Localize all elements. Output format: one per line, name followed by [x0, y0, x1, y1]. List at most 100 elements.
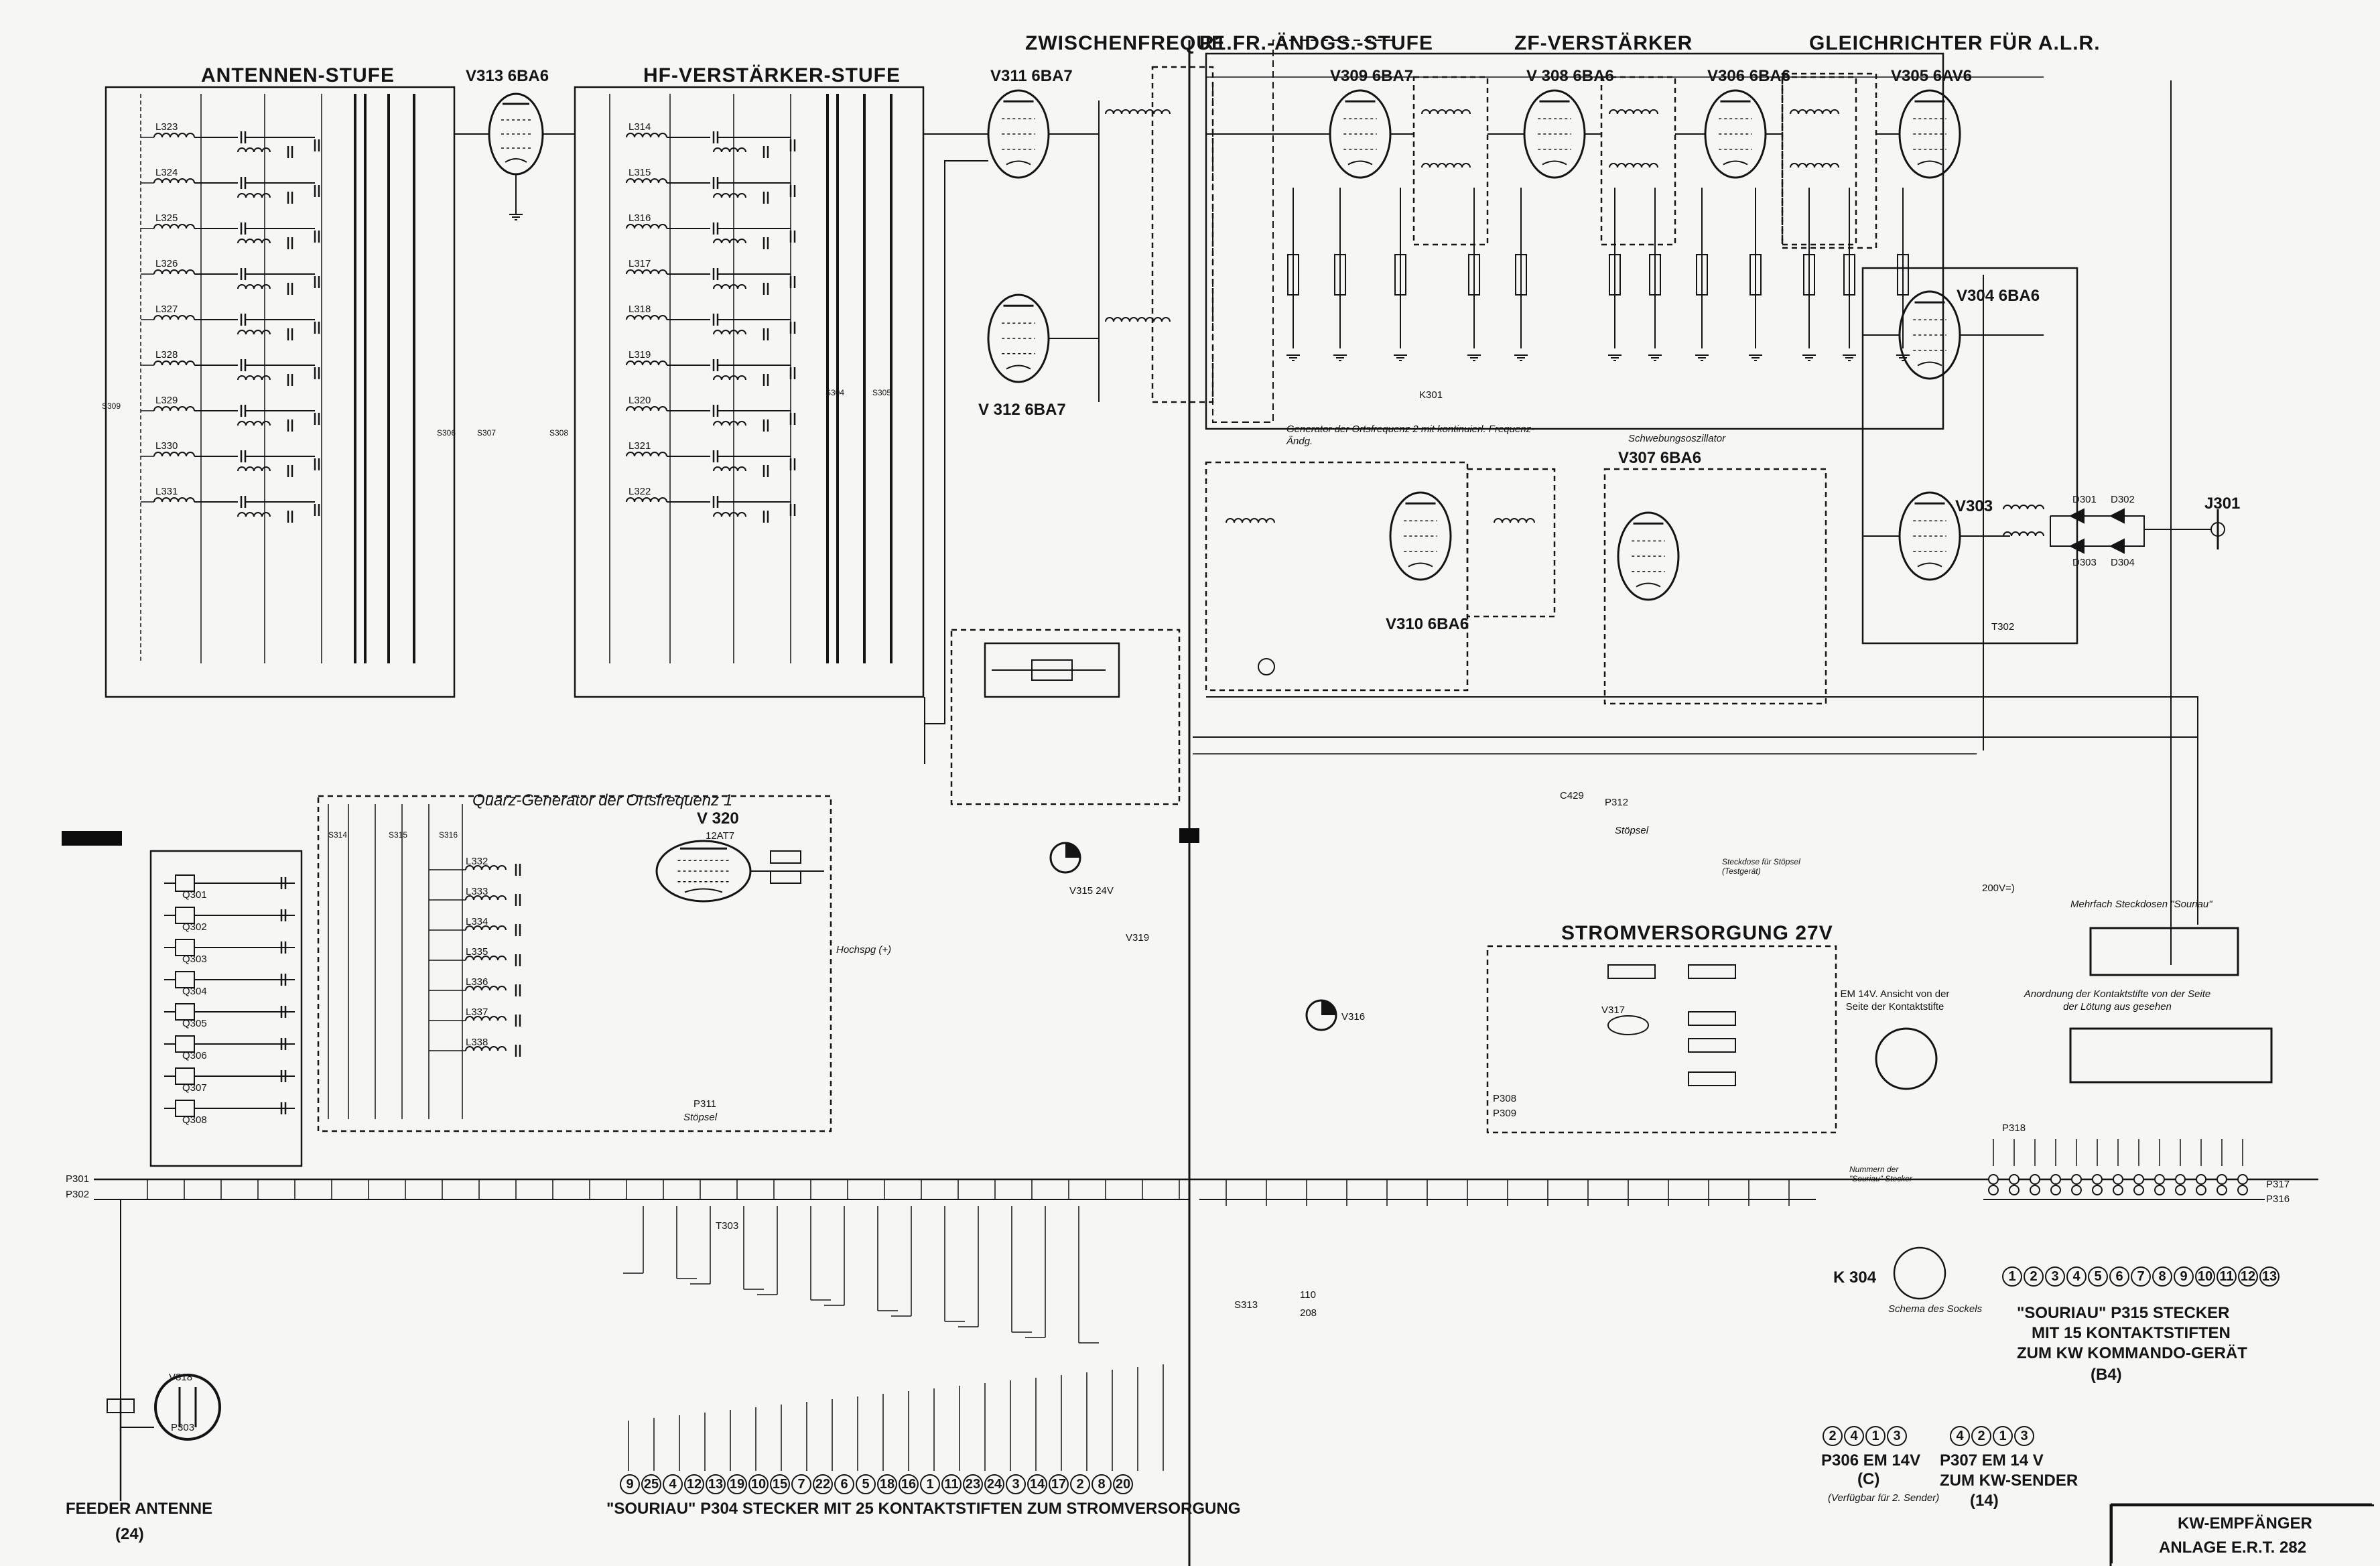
v310-label: V310 6BA6	[1386, 615, 1469, 633]
antenna-coil-label: L324	[155, 167, 178, 178]
hf-coil	[626, 269, 667, 275]
hf-coil	[713, 330, 746, 335]
if-transformer	[1105, 317, 1171, 322]
power-supply-header: STROMVERSORGUNG 27V	[1561, 922, 1833, 944]
hf-coil	[626, 497, 667, 503]
zf-coil	[1609, 163, 1658, 168]
k304-socket	[1893, 1246, 1946, 1300]
output-transformer	[2003, 531, 2044, 537]
p303-label: P303	[171, 1422, 195, 1433]
p312-label: P312	[1605, 797, 1629, 808]
p304-pin: 23	[963, 1474, 983, 1494]
tube-cathode	[1917, 562, 1942, 568]
osc-coil	[1494, 518, 1535, 523]
terminal-symbol	[2154, 1185, 2165, 1195]
p304-pin: 22	[813, 1474, 833, 1494]
switch-label: S309	[102, 401, 121, 411]
v305-label: V305 6AV6	[1891, 67, 1972, 85]
p304-pin: 4	[663, 1474, 683, 1494]
steckdose-label: Steckdose für Stöpsel (Testgerät)	[1722, 857, 1800, 876]
beat-oscillator-box	[1603, 468, 1827, 705]
antenna-coil	[237, 239, 271, 244]
quartz-coil	[465, 895, 507, 901]
p304-pin: 12	[684, 1474, 704, 1494]
p306-pin: 1	[1865, 1426, 1886, 1446]
p315-pin: 6	[2109, 1266, 2129, 1287]
t302-label: T302	[1991, 621, 2015, 633]
p315-pin: 11	[2217, 1266, 2237, 1287]
p304-pin: 16	[899, 1474, 919, 1494]
tube-cathode	[1006, 365, 1031, 370]
resistor-symbol	[1609, 254, 1621, 296]
p307-sub1: ZUM KW-SENDER	[1940, 1472, 2078, 1490]
switch-label: S316	[439, 830, 458, 840]
antenna-coil	[153, 224, 195, 229]
terminal-symbol	[2071, 1174, 2082, 1185]
p315-pin: 7	[2131, 1266, 2151, 1287]
hf-coil	[626, 406, 667, 411]
hf-coil-label: L320	[629, 395, 651, 406]
quartz-coil	[465, 1016, 507, 1021]
p315-pin: 10	[2195, 1266, 2215, 1287]
p306-sub1: (C)	[1857, 1470, 1880, 1488]
antenna-plug	[107, 1398, 135, 1413]
quartz-coil	[465, 865, 507, 870]
volt-200-label: 200V=)	[1982, 883, 2015, 894]
p307-pin: 4	[1950, 1426, 1970, 1446]
mixer-feed	[1212, 40, 1394, 423]
tube-cathode	[1542, 160, 1567, 166]
quartz-gen-header: Quarz-Generator der Ortsfrequenz 1	[472, 791, 733, 809]
d301-label: D301	[2072, 494, 2097, 505]
em14v-note: EM 14V. Ansicht von der Seite der Kontak…	[1840, 988, 1950, 1013]
p307-pin: 2	[1971, 1426, 1991, 1446]
resistor-symbol	[1649, 254, 1661, 296]
hf-coil-label: L315	[629, 167, 651, 178]
p304-pin: 3	[1006, 1474, 1026, 1494]
hf-coil	[713, 512, 746, 517]
tube-cathode	[1347, 160, 1373, 166]
p311-label: P311	[693, 1098, 716, 1110]
antenna-coil	[153, 269, 195, 275]
p316-label: P316	[2266, 1193, 2290, 1205]
antenna-coil-label: L325	[155, 212, 178, 224]
p306-pin: 4	[1844, 1426, 1864, 1446]
hf-coil	[626, 133, 667, 138]
stopsel-label: Stöpsel	[683, 1112, 718, 1123]
title-line-2: ANLAGE E.R.T. 282	[2159, 1539, 2307, 1557]
antenna-stage-box	[105, 86, 456, 698]
hf-coil	[713, 421, 746, 426]
osc-coil	[1226, 518, 1275, 523]
d302-label: D302	[2111, 494, 2135, 505]
antenna-coil	[237, 375, 271, 381]
local-gen-header: Generator der Ortsfrequenz 2 mit kontinu…	[1286, 423, 1535, 447]
if-stage-header: ZWISCHENFREQUE	[1025, 32, 1226, 54]
v311-label: V311 6BA7	[990, 67, 1073, 85]
antenna-coil	[237, 284, 271, 289]
if-resistor	[1031, 659, 1073, 681]
antenna-coil	[153, 315, 195, 320]
zf-coil	[1790, 163, 1839, 168]
local-generator-box	[1205, 461, 1469, 692]
terminal-symbol	[2009, 1185, 2020, 1195]
p304-pin: 10	[748, 1474, 769, 1494]
quartz-crystal-label: Q307	[182, 1082, 207, 1094]
p304-pin: 7	[791, 1474, 811, 1494]
quartz-coil-label: L334	[466, 916, 488, 927]
zf-transformer-can	[1412, 76, 1489, 246]
p306-pin: 2	[1823, 1426, 1843, 1446]
k301-label: K301	[1419, 389, 1443, 401]
p315-caption-4: (B4)	[2091, 1366, 2122, 1384]
v316-label: V316	[1341, 1011, 1366, 1023]
terminal-symbol	[2175, 1174, 2186, 1185]
p304-pin: 25	[641, 1474, 661, 1494]
rectifier-area	[1861, 267, 2078, 645]
quartz-coil-label: L336	[466, 976, 488, 988]
hf-coil	[713, 466, 746, 472]
zf-amplifier-area	[1205, 52, 1944, 430]
switch-label: S314	[328, 830, 348, 840]
p315-caption-1: "SOURIAU" P315 STECKER	[2017, 1304, 2230, 1322]
p307-pin: 3	[2014, 1426, 2034, 1446]
p306-caption: P306 EM 14V	[1821, 1451, 1921, 1470]
